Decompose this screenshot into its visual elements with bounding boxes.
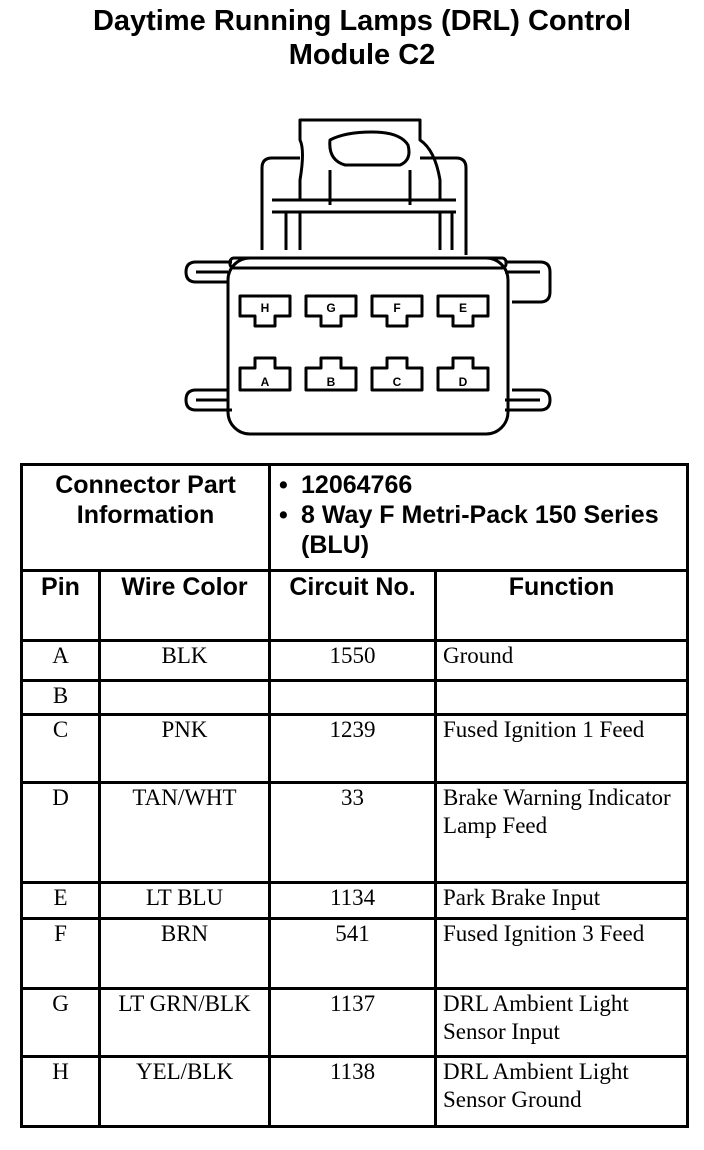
pin-label-E: E: [459, 301, 467, 315]
header-circuit-no: Circuit No.: [268, 569, 438, 642]
cavity-B: [304, 356, 358, 392]
wire-color-cell: LT BLU: [97, 881, 272, 920]
left-flange: [184, 260, 232, 284]
table-row: H YEL/BLK 1138 DRL Ambient Light Sensor …: [20, 1055, 690, 1128]
wire-color-cell: BLK: [97, 639, 272, 682]
cavity-A: [238, 356, 292, 392]
cavity-H: [238, 294, 292, 328]
title-line-2: Module C2: [288, 39, 436, 71]
table-row: C PNK 1239 Fused Ignition 1 Feed: [20, 713, 690, 784]
pin-label-G: G: [326, 301, 335, 315]
function-cell: Park Brake Input: [434, 881, 690, 920]
pin-label-D: D: [459, 375, 468, 389]
table-row: B: [20, 679, 690, 716]
wire-color-cell: [97, 679, 272, 716]
table-row: E LT BLU 1134 Park Brake Input: [20, 881, 690, 920]
circuit-cell: 1550: [268, 639, 438, 682]
part-description: 8 Way F Metri-Pack 150 Series (BLU): [277, 500, 680, 560]
cavity-F: [370, 294, 424, 328]
header-row: Pin Wire Color Circuit No. Function: [20, 569, 690, 642]
pin-label-B: B: [327, 375, 336, 389]
pin-cell: A: [20, 639, 101, 682]
pin-cell: F: [20, 917, 101, 990]
pin-cell: D: [20, 781, 101, 884]
circuit-cell: 33: [268, 781, 438, 884]
wire-color-cell: LT GRN/BLK: [97, 987, 272, 1058]
pin-cell: C: [20, 713, 101, 784]
function-cell: DRL Ambient Light Sensor Ground: [434, 1055, 690, 1128]
function-cell: Brake Warning Indicator Lamp Feed: [434, 781, 690, 884]
part-number: 12064766: [277, 470, 680, 500]
table-row: F BRN 541 Fused Ignition 3 Feed: [20, 917, 690, 990]
function-cell: Fused Ignition 3 Feed: [434, 917, 690, 990]
circuit-cell: 1134: [268, 881, 438, 920]
circuit-cell: [268, 679, 438, 716]
connector-shroud: [260, 156, 468, 255]
pin-cell: E: [20, 881, 101, 920]
wire-color-cell: YEL/BLK: [97, 1055, 272, 1128]
part-info-row: Connector Part Information 12064766 8 Wa…: [19, 463, 690, 572]
wire-color-cell: TAN/WHT: [97, 781, 272, 884]
pin-label-C: C: [393, 375, 402, 389]
part-info-label: Connector Part Information: [19, 463, 272, 572]
table-row: A BLK 1550 Ground: [20, 639, 690, 682]
pin-label-F: F: [393, 301, 400, 315]
pin-label-H: H: [261, 301, 270, 315]
pin-cell: B: [20, 679, 101, 716]
function-cell: Ground: [434, 639, 690, 682]
wire-color-cell: PNK: [97, 713, 272, 784]
table-row: D TAN/WHT 33 Brake Warning Indicator Lam…: [20, 781, 690, 884]
function-cell: DRL Ambient Light Sensor Input: [434, 987, 690, 1058]
table-row: G LT GRN/BLK 1137 DRL Ambient Light Sens…: [20, 987, 690, 1058]
part-info-values: 12064766 8 Way F Metri-Pack 150 Series (…: [268, 463, 690, 572]
right-flange: [505, 260, 552, 304]
cavity-D: [436, 356, 490, 392]
page-title: Daytime Running Lamps (DRL) Control Modu…: [0, 4, 704, 72]
circuit-cell: 541: [268, 917, 438, 990]
header-pin: Pin: [20, 569, 101, 642]
cavity-C: [370, 356, 424, 392]
circuit-cell: 1239: [268, 713, 438, 784]
title-line-1: Daytime Running Lamps (DRL) Control: [92, 5, 632, 37]
pinout-table: Connector Part Information 12064766 8 Wa…: [19, 463, 690, 1128]
connector-body: [226, 256, 510, 436]
pin-cell: G: [20, 987, 101, 1058]
wire-color-cell: BRN: [97, 917, 272, 990]
pin-label-A: A: [261, 375, 270, 389]
circuit-cell: 1138: [268, 1055, 438, 1128]
cavity-E: [436, 294, 490, 328]
function-cell: [434, 679, 690, 716]
function-cell: Fused Ignition 1 Feed: [434, 713, 690, 784]
pin-cell: H: [20, 1055, 101, 1128]
circuit-cell: 1137: [268, 987, 438, 1058]
cavity-G: [304, 294, 358, 328]
header-wire-color: Wire Color: [97, 569, 272, 642]
header-function: Function: [434, 569, 690, 642]
connector-diagram: H G F E A B C D: [184, 118, 552, 436]
